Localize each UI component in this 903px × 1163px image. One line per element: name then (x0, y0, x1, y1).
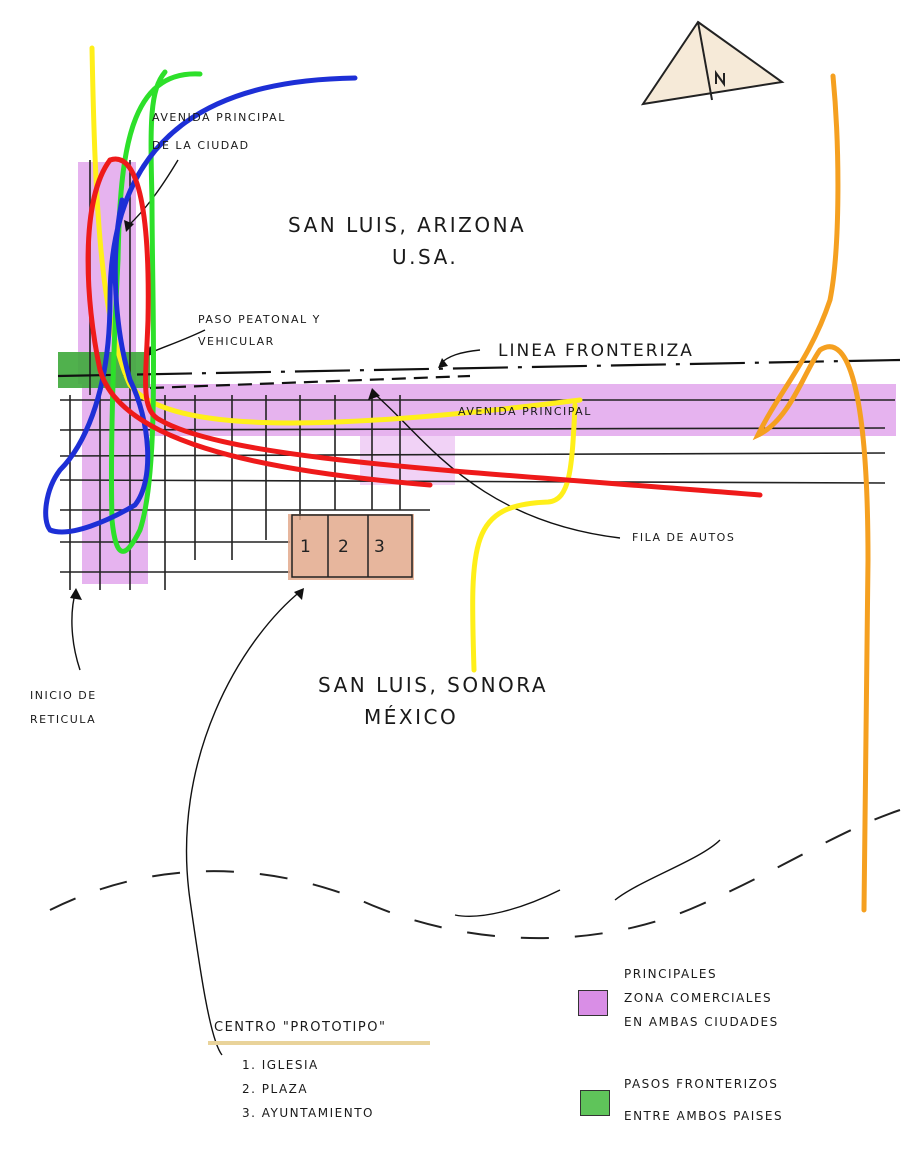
usa-city-label: SAN LUIS, ARIZONA (288, 213, 527, 237)
legend-crossing-swatch (580, 1090, 610, 1116)
block-1-number: 1 (300, 537, 311, 557)
prototype-center-blocks (288, 514, 414, 580)
centro-item-2: 2. PLAZA (242, 1082, 309, 1096)
legend-crossing-line1: PASOS FRONTERIZOS (624, 1077, 779, 1091)
paso-label-2: VEHICULAR (198, 335, 275, 348)
legend-commercial-swatch (578, 990, 608, 1016)
inicio-label-2: RETICULA (30, 713, 97, 726)
usa-country-label: U.SA. (392, 245, 459, 269)
linea-fronteriza-label: LINEA FRONTERIZA (498, 341, 694, 361)
inicio-label-1: INICIO DE (30, 689, 97, 702)
north-arrow-icon (640, 20, 785, 106)
border-line (57, 358, 901, 390)
legend-commercial-line1: PRINCIPALES (624, 967, 718, 981)
mx-country-label: MÉXICO (364, 705, 459, 729)
avenida-ciudad-label-2: DE LA CIUDAD (152, 139, 250, 152)
mx-city-label: SAN LUIS, SONORA (318, 673, 549, 697)
centro-item-1: 1. IGLESIA (242, 1058, 319, 1072)
legend-crossing-line2: ENTRE AMBOS PAISES (624, 1109, 784, 1123)
avenida-ciudad-label-1: AVENIDA PRINCIPAL (152, 111, 286, 124)
paso-label-1: PASO PEATONAL Y (198, 313, 321, 326)
fila-de-autos-label: FILA DE AUTOS (632, 531, 736, 544)
dashed-curve (49, 809, 901, 940)
legend-commercial-line3: EN AMBAS CIUDADES (624, 1015, 779, 1029)
centro-item-3: 3. AYUNTAMIENTO (242, 1106, 374, 1120)
centro-title: CENTRO "PROTOTIPO" (214, 1020, 387, 1035)
avenida-principal-label: AVENIDA PRINCIPAL (458, 405, 592, 418)
block-2-number: 2 (338, 537, 349, 557)
block-3-number: 3 (374, 537, 385, 557)
street-grid (59, 160, 895, 590)
leader-lines (71, 159, 721, 1056)
overlay-strokes (43, 45, 871, 913)
centro-underline (208, 1041, 430, 1045)
legend-commercial-line2: ZONA COMERCIALES (624, 991, 773, 1005)
